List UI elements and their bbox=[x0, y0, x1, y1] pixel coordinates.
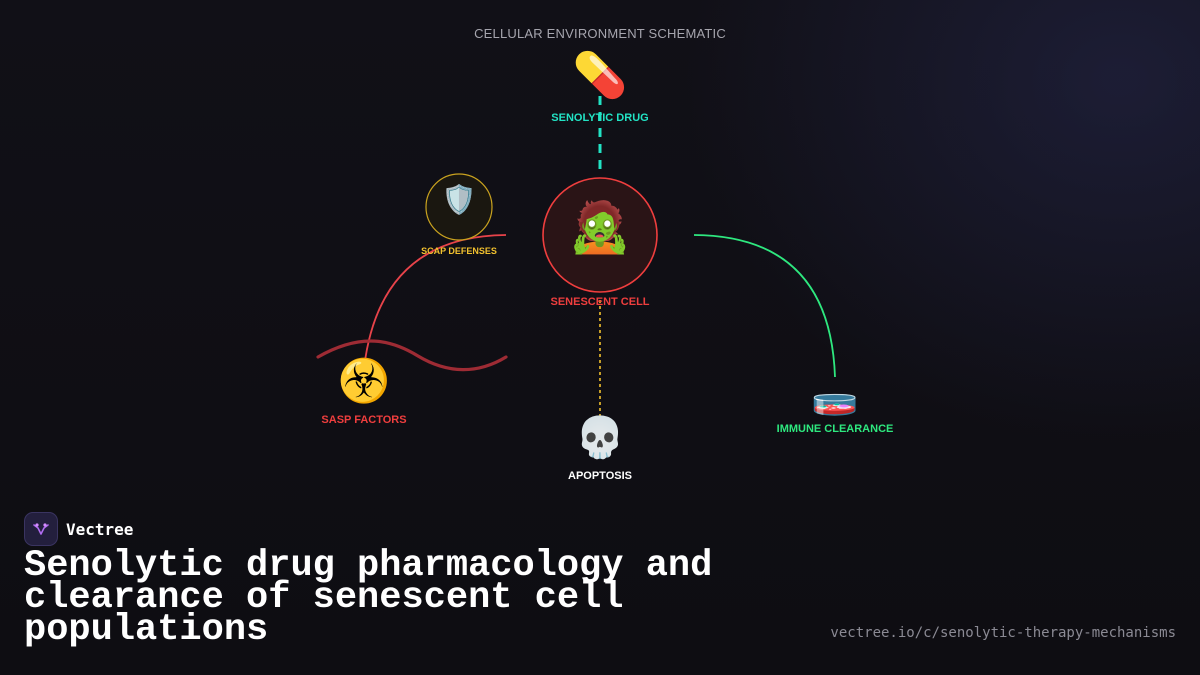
petri-dish-icon: 🧫 bbox=[811, 373, 859, 417]
scap-defenses-label: SCAP DEFENSES bbox=[421, 246, 497, 256]
source-url: vectree.io/c/senolytic-therapy-mechanism… bbox=[830, 625, 1176, 641]
sasp-factors-label: SASP FACTORS bbox=[321, 414, 407, 426]
scap-ring bbox=[425, 173, 493, 241]
schematic-title: CELLULAR ENVIRONMENT SCHEMATIC bbox=[474, 26, 726, 41]
skull-icon: 💀 bbox=[575, 415, 625, 461]
cell-to-sasp-link bbox=[363, 234, 507, 369]
zombie-icon: 🧟 bbox=[568, 198, 632, 256]
page-title: Senolytic drug pharmacology and clearanc… bbox=[24, 545, 713, 651]
senolytic-drug-label: SENOLYTIC DRUG bbox=[551, 112, 649, 124]
vectree-logo-icon bbox=[24, 512, 58, 546]
apoptosis-label: APOPTOSIS bbox=[568, 470, 632, 482]
sasp-wave bbox=[316, 339, 508, 372]
cell-to-immune-link bbox=[693, 234, 836, 378]
brand: Vectree bbox=[24, 512, 133, 546]
senescent-cell-label: SENESCENT CELL bbox=[550, 296, 650, 308]
biohazard-icon: ☣️ bbox=[337, 356, 391, 405]
pill-icon: 💊 bbox=[572, 50, 628, 101]
brand-name: Vectree bbox=[66, 519, 134, 539]
immune-clearance-label: IMMUNE CLEARANCE bbox=[776, 423, 894, 435]
senescent-cell-ring bbox=[542, 177, 658, 293]
shield-icon: 🛡️ bbox=[441, 183, 477, 216]
